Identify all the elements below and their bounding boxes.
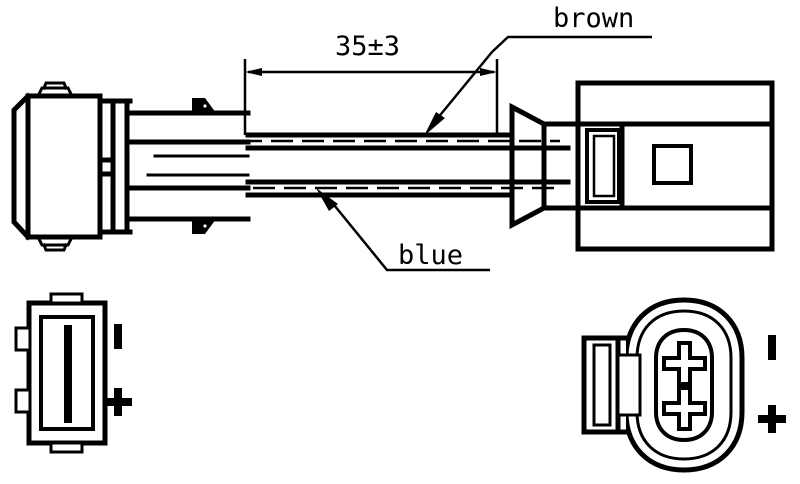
right-face-cross-terminal-upper-void [666, 345, 703, 382]
upper-wire-brown [178, 132, 560, 151]
left-cap-chamfer [11, 92, 32, 241]
left-face-side-tab-lower [14, 388, 32, 414]
left-face-terminal-slot-lower [64, 361, 72, 423]
left-bottom-tab [35, 234, 75, 247]
left-top-tab [35, 86, 75, 99]
barb-lower-dot [203, 224, 207, 228]
right-connector-face-view [581, 297, 786, 473]
left-face-bottom-tab [49, 441, 84, 454]
brown-leader-line [431, 51, 493, 126]
right-face-cross-terminal-lower-void [666, 390, 703, 427]
brown-leader-shelf [491, 35, 652, 53]
dimension-label: 35±3 [335, 31, 400, 62]
right-face-side-tab-inner [616, 353, 642, 417]
left-top-tab-inner [42, 81, 68, 90]
barb-upper-dot [203, 104, 207, 108]
right-connector-housing [575, 80, 775, 252]
blue-leader-line [329, 199, 490, 272]
left-face-side-tab-upper [14, 326, 32, 352]
dimension-arrow-right [480, 68, 497, 76]
flared-wire-boot [509, 102, 581, 230]
right-face-side-tab-slot [592, 343, 612, 427]
main-assembly-view [11, 80, 775, 252]
left-body-box [25, 93, 103, 240]
brown-label: brown [553, 3, 634, 34]
left-face-top-tab [49, 292, 84, 305]
wire-length-dimension: 35±3 [243, 31, 499, 135]
blue-leader-arrowhead [316, 188, 338, 211]
left-bottom-tab-inner [42, 243, 68, 252]
blue-wire-callout: blue [316, 188, 490, 272]
brown-wire-callout: brown [424, 3, 652, 136]
right-face-inner-outline [635, 309, 733, 461]
left-collar-rings [97, 98, 133, 235]
wire-pair [160, 132, 560, 198]
right-inner-slot-inner [592, 134, 616, 198]
left-face-terminal-slot-upper [64, 325, 72, 387]
lower-wire-blue [160, 179, 560, 198]
left-face-plus-marker [104, 388, 132, 416]
right-square-window [652, 144, 693, 185]
right-body-box [575, 80, 775, 252]
blue-label: blue [398, 240, 463, 271]
left-connector-housing [11, 81, 103, 252]
left-face-minus-marker [114, 324, 122, 349]
dimension-arrow-left [245, 68, 262, 76]
right-face-plus-marker [758, 405, 786, 433]
left-connector-face-view [14, 292, 132, 454]
brown-leader-arrowhead [424, 112, 445, 136]
right-face-minus-marker [768, 335, 776, 360]
